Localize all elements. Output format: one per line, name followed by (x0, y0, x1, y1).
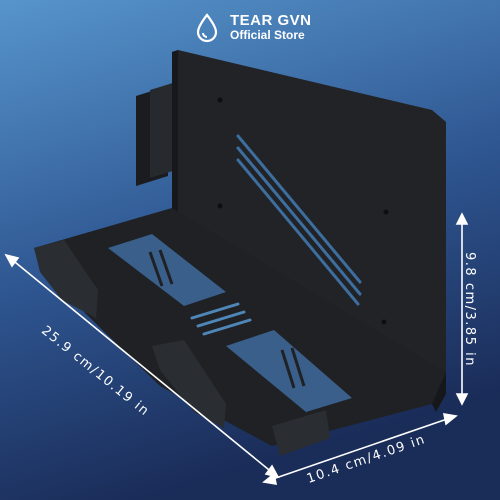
wall-mount-bracket (34, 50, 446, 456)
length-arrow (9, 257, 275, 475)
front-lip (34, 240, 98, 318)
brand-subtitle: Official Store (230, 28, 305, 43)
brand-name: TEAR GVN (230, 12, 312, 29)
vent-slots (236, 134, 362, 306)
water-drop-icon (196, 12, 218, 42)
brand-header: TEAR GVN Official Store (194, 12, 312, 43)
depth-arrow (269, 417, 451, 481)
front-lip (152, 340, 226, 428)
front-lip (272, 410, 330, 456)
height-label: 9.8 cm/3.85 in (461, 252, 477, 367)
dimension-lines (4, 212, 469, 485)
